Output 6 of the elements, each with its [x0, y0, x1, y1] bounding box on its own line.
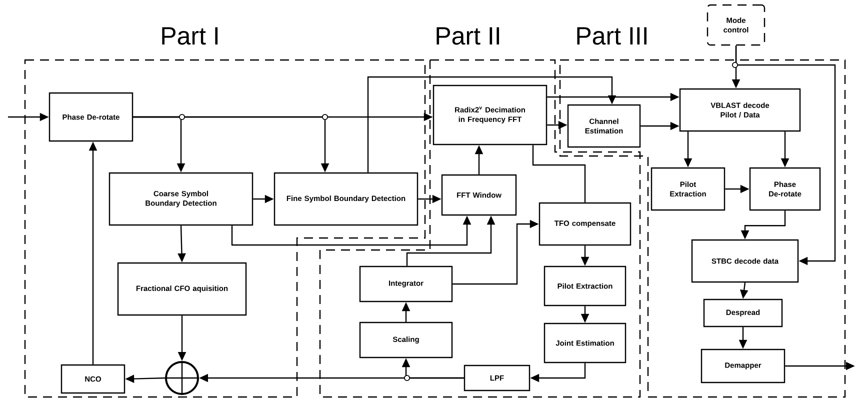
part-heading: Part I	[162, 27, 218, 45]
part-heading: Part III	[577, 27, 646, 45]
arrow	[367, 76, 616, 172]
arrow	[735, 46, 836, 266]
adder-symbol	[165, 361, 199, 395]
part-heading: Part II	[436, 27, 500, 45]
